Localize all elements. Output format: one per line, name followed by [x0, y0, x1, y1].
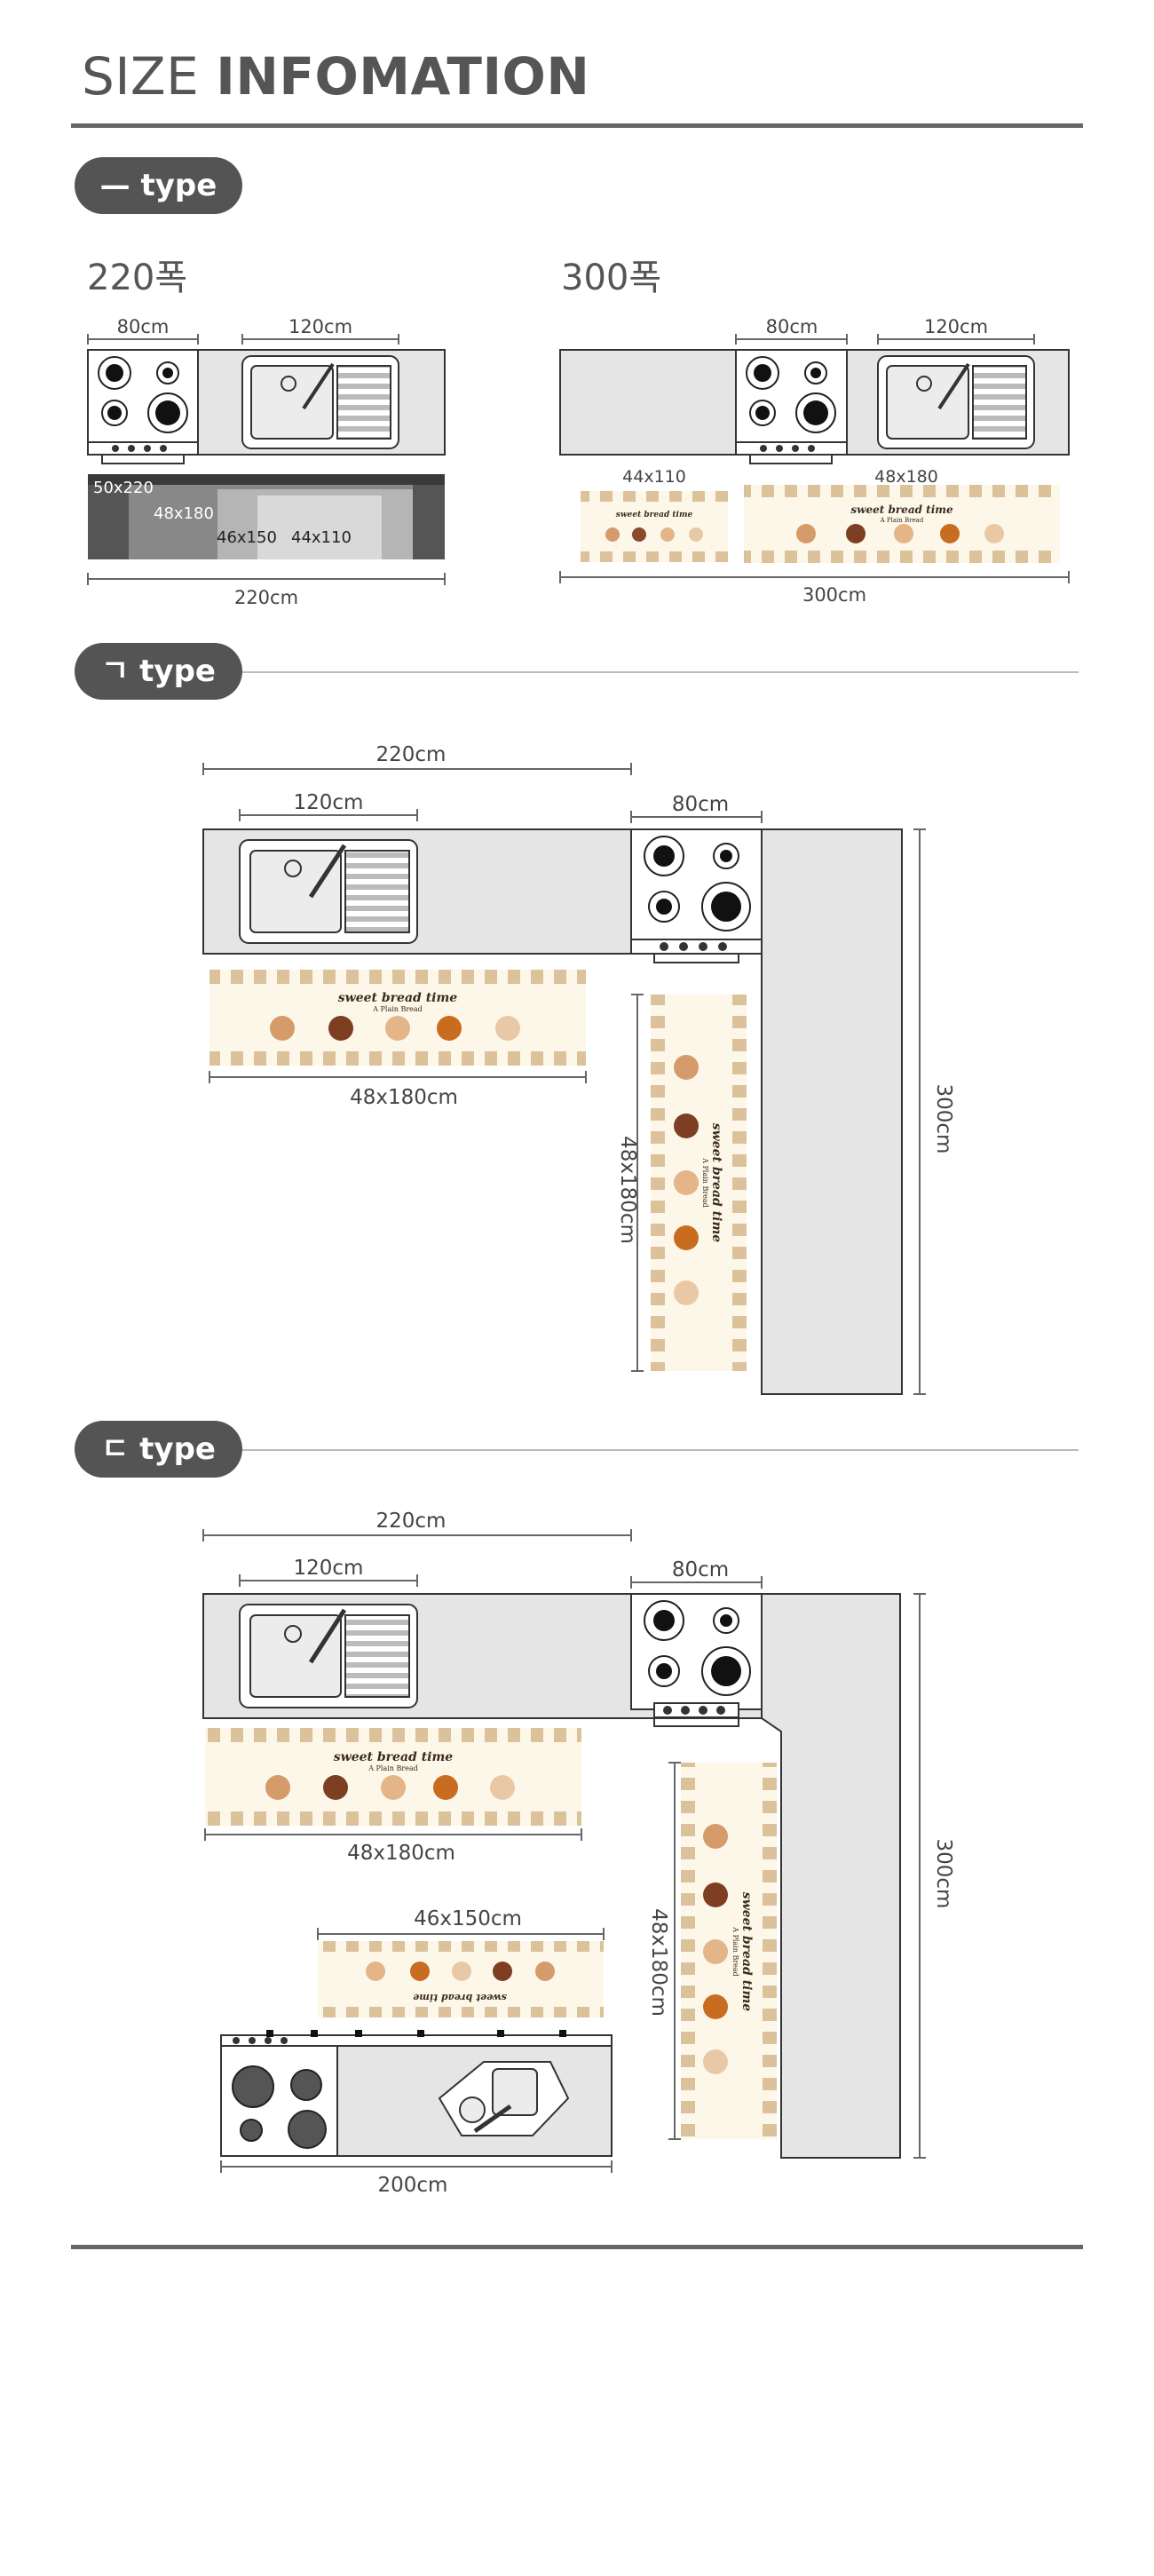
- dim-l-mat-horizontal: 48x180cm: [350, 1086, 458, 1109]
- title-divider: [71, 123, 1083, 128]
- dim-u-mat-vertical: 48x180cm: [647, 1908, 670, 2017]
- section-line-l-type: [242, 671, 1079, 673]
- page-title-light: SIZE: [82, 46, 217, 107]
- mat-l-vertical-title: sweet bread time: [709, 1123, 723, 1242]
- dim-l-sink: 120cm: [294, 791, 364, 814]
- mat-label-300-large: 48x180: [874, 467, 938, 487]
- mat-label-46x150: 46x150: [217, 528, 277, 547]
- dim-u-mat-middle: 46x150cm: [414, 1907, 522, 1930]
- dim-u-stove: 80cm: [672, 1558, 729, 1581]
- mat-u-horizontal-subtitle: A Plain Bread: [368, 1764, 418, 1772]
- dim-300-total: 300cm: [802, 584, 866, 606]
- dim-220-stove: 80cm: [117, 316, 170, 337]
- mat-u-vertical: [681, 1763, 777, 2139]
- width-label-220: 220폭: [87, 258, 188, 298]
- dim-u-side: 300cm: [932, 1839, 955, 1909]
- dim-l-stove: 80cm: [672, 793, 729, 816]
- stove-u: [630, 1593, 763, 1710]
- mat-300-large-subtitle: A Plain Bread: [880, 517, 924, 524]
- mat-l-horizontal-subtitle: A Plain Bread: [372, 1005, 423, 1013]
- section-line-u-type: [242, 1449, 1079, 1451]
- diagram-300: 80cm 120cm 44x110 sweet bread time 48x18…: [559, 316, 1070, 606]
- diagram-l-type: 220cm 120cm 80cm sweet bread time A Plai…: [202, 743, 955, 1395]
- dim-300-sink: 120cm: [924, 316, 988, 337]
- mat-300-small-title: sweet bread time: [616, 511, 693, 519]
- dim-l-top: 220cm: [376, 743, 447, 766]
- mat-u-middle-title: sweet bread time: [413, 1992, 507, 2003]
- diagram-220: 80cm 120cm 50x220 48x180 46x150 44x110: [87, 316, 446, 608]
- section-pill-l-type: ㄱ type: [75, 643, 242, 700]
- dim-300-stove: 80cm: [766, 316, 818, 337]
- dim-l-mat-vertical: 48x180cm: [616, 1136, 639, 1244]
- diagram-u-type: 220cm 120cm 80cm sweet bread time A Plai…: [202, 1510, 955, 2197]
- mat-300-large-title: sweet bread time: [850, 503, 953, 516]
- dim-l-side: 300cm: [932, 1084, 955, 1154]
- dim-220-sink: 120cm: [288, 316, 352, 337]
- mat-label-50x220: 50x220: [93, 479, 154, 497]
- counter-u-side: [761, 1593, 901, 2159]
- bottom-divider: [71, 2245, 1083, 2249]
- page-title-bold: INFOMATION: [216, 46, 590, 107]
- mat-label-44x110: 44x110: [291, 528, 352, 547]
- counter-l-side: [761, 828, 903, 1395]
- section-pill-straight: — type: [75, 157, 242, 214]
- section-pill-u-type: ㄷ type: [75, 1421, 242, 1478]
- mat-l-vertical-subtitle: A Plain Bread: [701, 1157, 709, 1208]
- mat-u-horizontal-title: sweet bread time: [334, 1750, 453, 1764]
- mat-label-300-small: 44x110: [622, 467, 686, 487]
- mat-u-vertical-subtitle: A Plain Bread: [731, 1926, 739, 1977]
- width-label-300: 300폭: [561, 258, 662, 298]
- mat-l-horizontal-title: sweet bread time: [338, 991, 457, 1005]
- stove-300: [735, 349, 848, 447]
- dim-u-top: 220cm: [376, 1510, 447, 1533]
- dim-u-island: 200cm: [378, 2174, 448, 2197]
- mat-300-large: [744, 485, 1060, 563]
- dim-220-total: 220cm: [234, 587, 298, 608]
- mat-label-48x180: 48x180: [154, 504, 214, 523]
- mat-44x110: [257, 495, 382, 559]
- mat-u-vertical-title: sweet bread time: [739, 1892, 754, 2011]
- mat-300-small: [581, 491, 728, 562]
- dim-u-mat-horizontal: 48x180cm: [347, 1842, 455, 1865]
- dim-u-sink: 120cm: [294, 1557, 364, 1580]
- page-title: SIZE INFOMATION: [82, 46, 589, 107]
- stove-l: [630, 828, 763, 946]
